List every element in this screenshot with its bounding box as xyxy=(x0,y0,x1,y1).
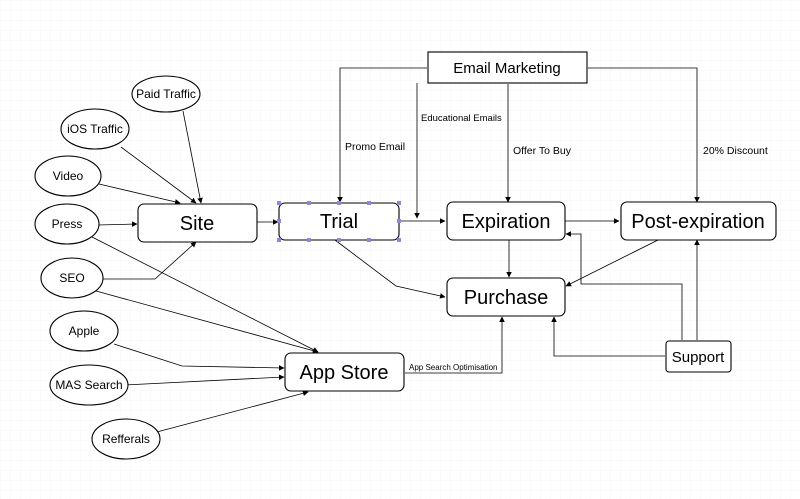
node-label: Site xyxy=(180,213,214,235)
node-label: Video xyxy=(53,169,84,183)
node-label: Expiration xyxy=(462,211,551,233)
node-label: Support xyxy=(672,349,725,366)
edge-press-appstore[interactable] xyxy=(91,236,319,353)
edge-support-expiration[interactable] xyxy=(565,231,683,340)
edge-ios-traffic-site[interactable] xyxy=(120,146,197,204)
node-label: Paid Traffic xyxy=(136,87,196,101)
node-app-store[interactable]: App Store xyxy=(284,352,405,392)
node-label: SEO xyxy=(59,271,84,285)
source-nodes: Paid Traffic iOS Traffic Video Press SEO… xyxy=(34,75,201,460)
node-seo[interactable]: SEO xyxy=(40,257,104,299)
edge-label-promo-email: Promo Email xyxy=(345,141,405,153)
edge-label-app-search-optimisation: App Search Optimisation xyxy=(409,363,498,372)
node-label: Post-expiration xyxy=(631,211,764,233)
edge-refferals-appstore[interactable] xyxy=(152,390,309,434)
node-paid-traffic[interactable]: Paid Traffic xyxy=(131,75,201,113)
edge-video-site[interactable] xyxy=(98,183,181,205)
edge-apple-appstore[interactable] xyxy=(113,343,285,371)
node-purchase[interactable]: Purchase xyxy=(446,277,566,317)
node-apple[interactable]: Apple xyxy=(49,310,119,352)
edge-press-site[interactable] xyxy=(97,221,138,227)
process-nodes: Site Trial Expiration xyxy=(137,51,777,392)
node-expiration[interactable]: Expiration xyxy=(446,201,566,241)
node-label: Apple xyxy=(69,324,100,338)
edge-appstore-purchase[interactable] xyxy=(405,316,505,374)
edge-support-purchase[interactable] xyxy=(551,316,665,357)
node-video[interactable]: Video xyxy=(34,155,102,197)
node-press[interactable]: Press xyxy=(34,203,100,245)
node-label: Purchase xyxy=(464,287,549,309)
node-label: Trial xyxy=(320,211,358,233)
edge-mas-search-appstore[interactable] xyxy=(124,374,285,386)
node-support[interactable]: Support xyxy=(665,340,732,373)
edge-label-discount: 20% Discount xyxy=(703,145,768,157)
node-mas-search[interactable]: MAS Search xyxy=(49,364,129,406)
node-label: App Store xyxy=(300,362,389,384)
edge-seo-appstore[interactable] xyxy=(95,290,319,354)
node-label: MAS Search xyxy=(55,378,122,392)
node-label: Press xyxy=(52,217,83,231)
edge-labels: Promo Email Educational Emails Offer To … xyxy=(345,113,768,372)
node-ios-traffic[interactable]: iOS Traffic xyxy=(60,108,130,150)
edge-seo-site[interactable] xyxy=(100,241,197,280)
node-trial[interactable]: Trial xyxy=(277,201,401,242)
edge-email-trial[interactable] xyxy=(337,67,427,203)
edge-trial-purchase[interactable] xyxy=(334,239,446,299)
edge-label-offer-to-buy: Offer To Buy xyxy=(513,145,572,157)
node-label: Refferals xyxy=(102,432,150,446)
selection-handles xyxy=(277,201,401,242)
edge-label-educational-emails: Educational Emails xyxy=(421,113,502,124)
node-email-marketing[interactable]: Email Marketing xyxy=(427,51,588,84)
node-site[interactable]: Site xyxy=(137,203,258,243)
node-label: iOS Traffic xyxy=(67,122,123,136)
node-refferals[interactable]: Refferals xyxy=(91,418,161,460)
edge-email-post-expiration[interactable] xyxy=(588,67,700,203)
edge-paid-traffic-site[interactable] xyxy=(182,110,203,204)
edges xyxy=(91,67,700,434)
node-post-expiration[interactable]: Post-expiration xyxy=(620,201,777,241)
node-label: Email Marketing xyxy=(453,60,561,77)
